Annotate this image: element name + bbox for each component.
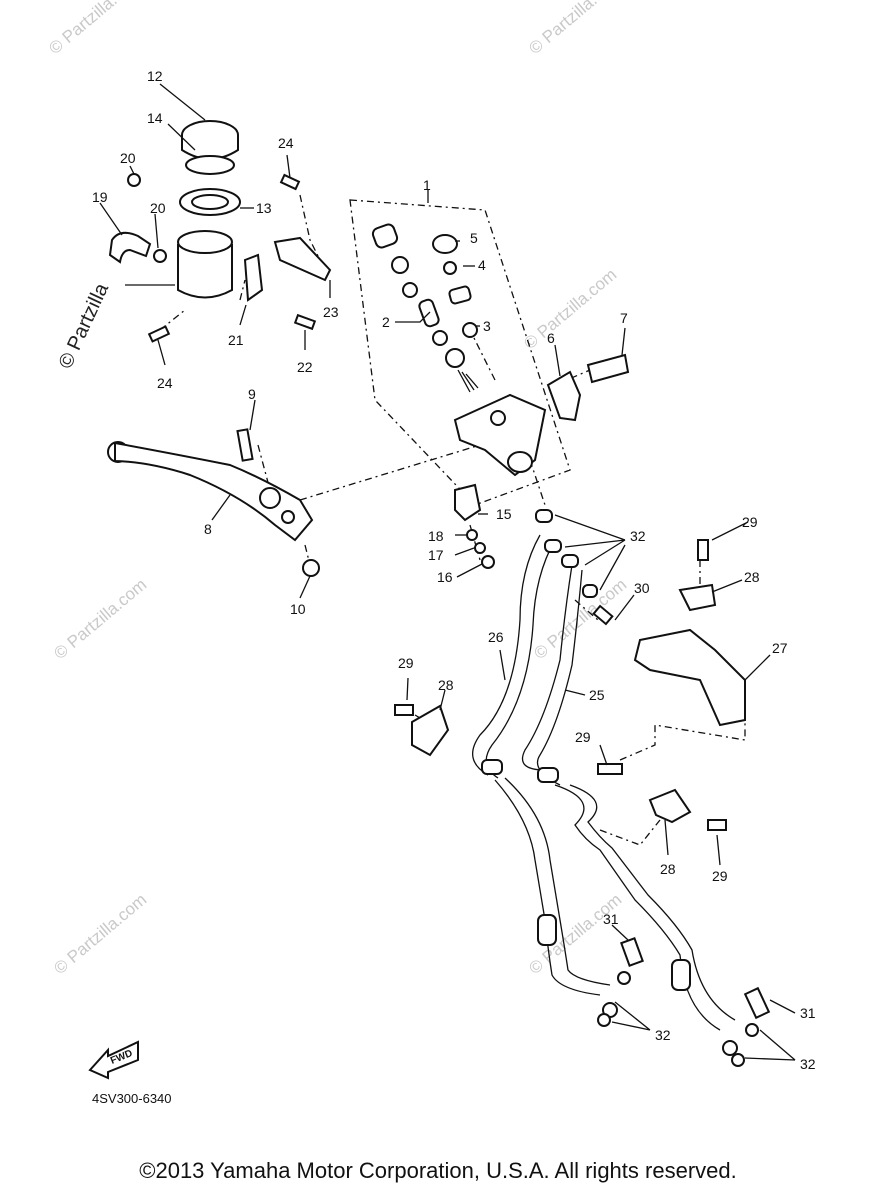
label-10: 10 [290, 601, 306, 617]
label-27: 27 [772, 640, 788, 656]
label-14: 14 [147, 110, 163, 126]
label-21: 21 [228, 332, 244, 348]
brake-hoses [472, 509, 771, 1067]
label-9: 9 [248, 386, 256, 402]
label-29a: 29 [742, 514, 758, 530]
watermark: © Partzilla.com [50, 575, 150, 663]
fwd-arrow: FWD [88, 1040, 139, 1080]
label-26: 26 [488, 629, 504, 645]
label-18: 18 [428, 528, 444, 544]
label-30: 30 [634, 580, 650, 596]
label-16: 16 [437, 569, 453, 585]
label-29b: 29 [398, 655, 414, 671]
label-2: 2 [382, 314, 390, 330]
label-32a: 32 [630, 528, 646, 544]
label-20b: 20 [150, 200, 166, 216]
label-1: 1 [423, 177, 431, 193]
label-29d: 29 [712, 868, 728, 884]
label-28b: 28 [438, 677, 454, 693]
reservoir-assembly [108, 120, 332, 343]
label-8: 8 [204, 521, 212, 537]
label-28a: 28 [744, 569, 760, 585]
brake-lever [107, 428, 320, 577]
watermark: © Partzilla.com [50, 890, 150, 978]
label-24a: 24 [278, 135, 294, 151]
label-7: 7 [620, 310, 628, 326]
label-15: 15 [496, 506, 512, 522]
watermark: © Partzilla.com [525, 0, 625, 58]
label-25: 25 [589, 687, 605, 703]
watermark-left: © Partzilla [55, 279, 114, 372]
label-22: 22 [297, 359, 313, 375]
leader-lines [99, 83, 796, 1061]
label-6: 6 [547, 330, 555, 346]
switch-parts [454, 483, 495, 569]
kit-outline [349, 199, 571, 506]
label-32b: 32 [655, 1027, 671, 1043]
label-23: 23 [323, 304, 339, 320]
label-17: 17 [428, 547, 444, 563]
label-31a: 31 [603, 911, 619, 927]
part-labels: 1 2 3 4 5 6 7 8 9 10 12 13 14 15 16 17 1… [92, 68, 816, 1072]
label-4: 4 [478, 257, 486, 273]
master-cylinder [371, 223, 630, 477]
hose-brackets [394, 539, 746, 831]
label-32c: 32 [800, 1056, 816, 1072]
label-5: 5 [470, 230, 478, 246]
label-3: 3 [483, 318, 491, 334]
copyright-footer: ©2013 Yamaha Motor Corporation, U.S.A. A… [139, 1158, 737, 1183]
label-28c: 28 [660, 861, 676, 877]
label-19: 19 [92, 189, 108, 205]
label-29c: 29 [575, 729, 591, 745]
label-31b: 31 [800, 1005, 816, 1021]
watermark: © Partzilla.com [520, 265, 620, 353]
label-13: 13 [256, 200, 272, 216]
watermark: © Partzilla.com [45, 0, 145, 58]
label-20a: 20 [120, 150, 136, 166]
part-number: 4SV300-6340 [92, 1091, 172, 1106]
label-24b: 24 [157, 375, 173, 391]
label-12: 12 [147, 68, 163, 84]
